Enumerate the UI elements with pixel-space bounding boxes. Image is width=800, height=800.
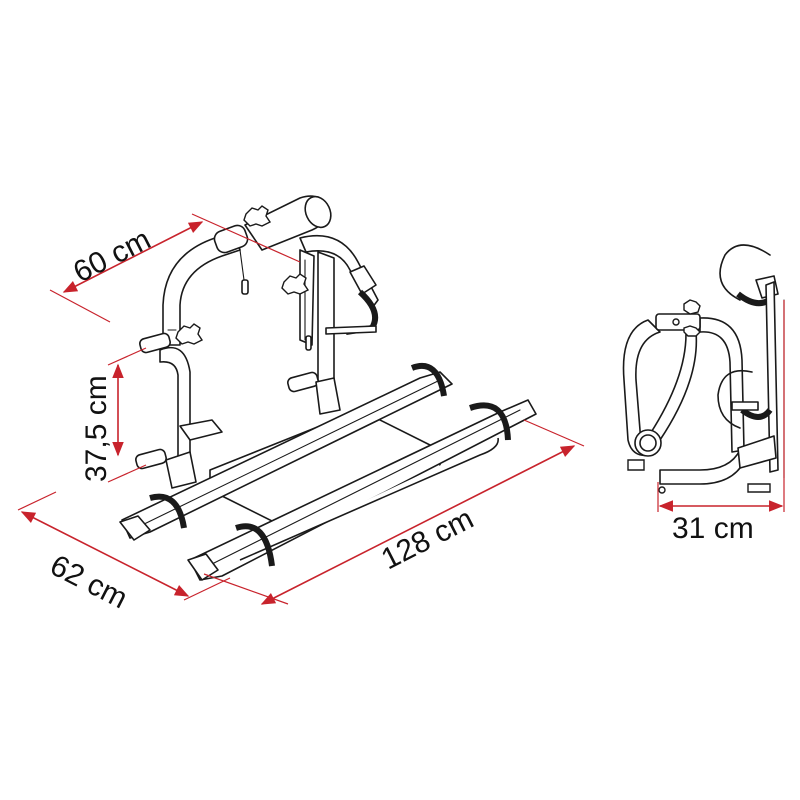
lower-center-clamp (287, 371, 341, 415)
dimension-label-37-5cm: 37,5 cm (80, 375, 113, 482)
dimension-37-5cm: 37,5 cm (80, 347, 147, 483)
perspective-view: 60 cm 37,5 cm 62 cm 128 cm (17, 195, 585, 615)
dimension-label-128cm: 128 cm (376, 502, 479, 576)
dimension-62cm: 62 cm (17, 491, 231, 615)
lower-left-frame (135, 323, 223, 489)
center-upright (281, 234, 379, 401)
dimension-label-60cm: 60 cm (68, 223, 156, 289)
lower-wheel-arc (717, 370, 753, 429)
side-view: 31 cm (622, 244, 785, 545)
dimension-31cm: 31 cm (657, 300, 785, 545)
upper-wheel-arc (719, 244, 771, 301)
left-arch-frame (162, 224, 249, 346)
dimension-label-62cm: 62 cm (45, 549, 133, 615)
dimension-label-31cm: 31 cm (672, 512, 754, 545)
top-tube (243, 195, 332, 251)
